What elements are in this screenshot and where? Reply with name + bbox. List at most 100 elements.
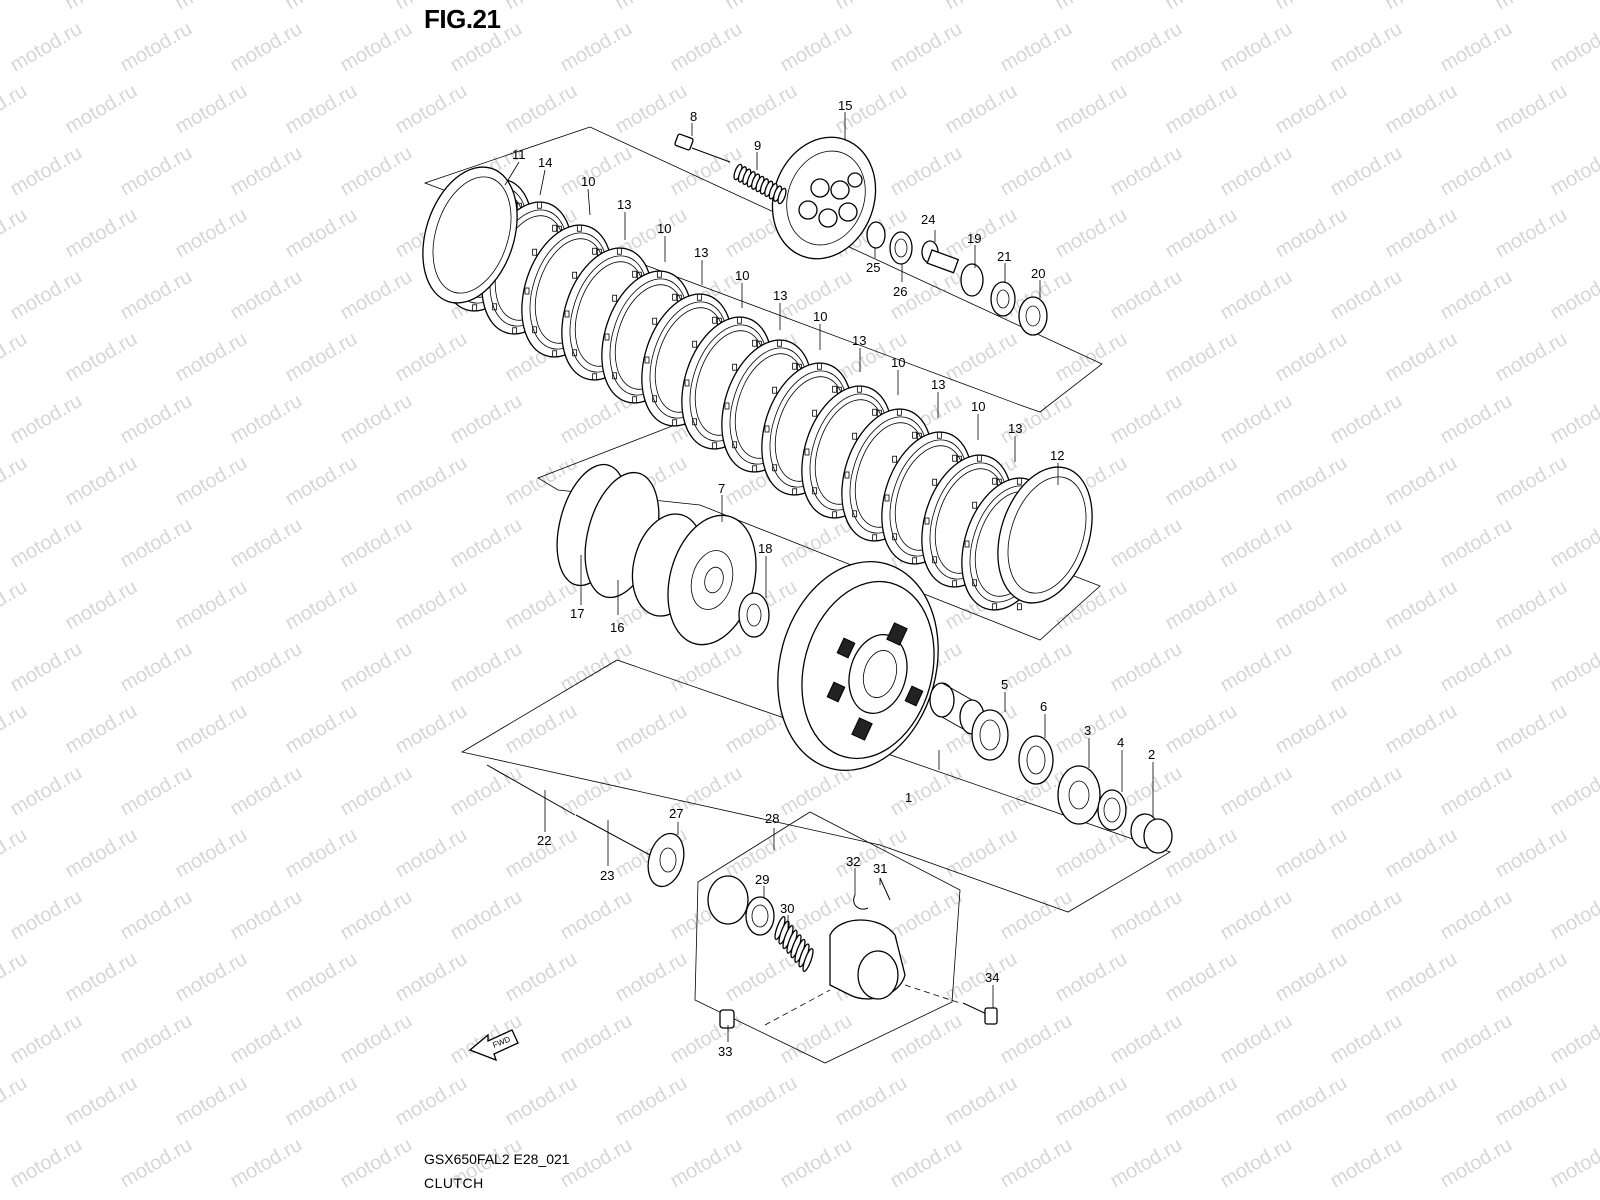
watermark-text: motod.ru: [612, 1072, 691, 1131]
watermark-text: motod.ru: [1107, 638, 1186, 697]
watermark-text: motod.ru: [1107, 1134, 1186, 1193]
watermark-text: motod.ru: [392, 80, 471, 139]
washer-21: [990, 281, 1016, 317]
plate-tooth: [832, 511, 838, 519]
spring-coil: [802, 948, 814, 972]
plate-tooth: [772, 464, 778, 472]
watermark-text: motod.ru: [1547, 514, 1600, 573]
watermark-text: motod.ru: [1272, 80, 1351, 139]
watermark-text: motod.ru: [0, 948, 31, 1007]
callout-20: 20: [1031, 266, 1045, 281]
washer-25: [866, 221, 886, 249]
watermark-text: motod.ru: [1437, 390, 1516, 449]
washer-4: [1097, 789, 1127, 831]
plate-tooth: [472, 304, 478, 312]
plate-tooth: [792, 362, 798, 370]
watermark-text: motod.ru: [117, 266, 196, 325]
watermark-text: motod.ru: [997, 142, 1076, 201]
callout-1: 1: [905, 790, 912, 805]
plate-tooth: [656, 270, 662, 278]
spacer-sleeve: [929, 682, 985, 735]
watermark-text: motod.ru: [0, 824, 31, 883]
plate-tooth: [592, 373, 598, 381]
push-piece-27: [647, 832, 685, 888]
watermark-text: motod.ru: [1492, 1072, 1571, 1131]
watermark-text: motod.ru: [1437, 142, 1516, 201]
plate-tooth: [992, 603, 998, 611]
plate-tooth: [912, 557, 918, 565]
watermark-text: motod.ru: [942, 0, 1021, 14]
plate-tooth: [872, 534, 878, 542]
watermark-text: motod.ru: [667, 638, 746, 697]
watermark-text: motod.ru: [887, 1010, 966, 1069]
watermark-text: motod.ru: [7, 638, 86, 697]
plate-tooth: [936, 431, 942, 439]
watermark-text: motod.ru: [1382, 204, 1461, 263]
watermark-text: motod.ru: [832, 0, 911, 14]
watermark-text: motod.ru: [722, 948, 801, 1007]
nut-19: [960, 263, 984, 297]
release-cam-housing: [829, 919, 906, 1000]
watermark-text: motod.ru: [1327, 390, 1406, 449]
watermark-text: motod.ru: [0, 452, 31, 511]
diagram-name: CLUTCH: [424, 1175, 484, 1191]
watermark-text: motod.ru: [337, 886, 416, 945]
watermark-text: motod.ru: [1547, 390, 1600, 449]
plate-stack: [422, 166, 1093, 611]
watermark-text: motod.ru: [1162, 452, 1241, 511]
callout-12: 12: [1050, 448, 1064, 463]
callout-labels: 8 9 15 11 14 10 13 10 13 10 13 10 13 10 …: [512, 98, 1155, 1059]
watermark-text: motod.ru: [117, 514, 196, 573]
watermark-text: motod.ru: [502, 80, 581, 139]
watermark-text: motod.ru: [612, 0, 691, 14]
watermark-text: motod.ru: [1272, 700, 1351, 759]
callout-27: 27: [669, 806, 683, 821]
plate-tooth: [832, 385, 838, 393]
plate-tooth: [964, 540, 970, 548]
watermark-text: motod.ru: [1217, 390, 1296, 449]
watermark-text: motod.ru: [887, 1134, 966, 1193]
watermark-text: motod.ru: [282, 700, 361, 759]
callout-15: 15: [838, 98, 852, 113]
watermark-text: motod.ru: [777, 514, 856, 573]
watermark-text: motod.ru: [7, 390, 86, 449]
clutch-spring: [733, 163, 787, 205]
watermark-text: motod.ru: [62, 204, 141, 263]
watermark-text: motod.ru: [887, 762, 966, 821]
bolt-34: [962, 1002, 998, 1025]
callout-13: 13: [694, 245, 708, 260]
watermark-text: motod.ru: [227, 1134, 306, 1193]
watermark-text: motod.ru: [1162, 328, 1241, 387]
callout-21: 21: [997, 249, 1011, 264]
watermark-text: motod.ru: [1492, 328, 1571, 387]
plate-inner-ring: [1007, 476, 1087, 594]
callout-22: 22: [537, 833, 551, 848]
watermark-text: motod.ru: [117, 18, 196, 77]
watermark-text: motod.ru: [1382, 452, 1461, 511]
watermark-text: motod.ru: [1107, 1010, 1186, 1069]
watermark-text: motod.ru: [1382, 0, 1461, 14]
watermark-text: motod.ru: [282, 1072, 361, 1131]
watermark-text: motod.ru: [557, 886, 636, 945]
watermark-text: motod.ru: [1052, 1072, 1131, 1131]
watermark-text: motod.ru: [227, 514, 306, 573]
watermark-text: motod.ru: [1437, 638, 1516, 697]
watermark-text: motod.ru: [1272, 824, 1351, 883]
shaft-group-box: [460, 659, 1171, 913]
watermark-text: motod.ru: [1162, 824, 1241, 883]
plate-tooth: [736, 316, 742, 324]
watermark-text: motod.ru: [117, 638, 196, 697]
watermark-text: motod.ru: [62, 452, 141, 511]
plate-tooth: [552, 224, 558, 232]
watermark-text: motod.ru: [1327, 514, 1406, 573]
plate-tooth: [992, 477, 998, 485]
plate-tooth: [532, 248, 538, 256]
callout-11: 11: [512, 147, 526, 162]
watermark-text: motod.ru: [1437, 266, 1516, 325]
needle-bearing-5: [971, 709, 1009, 761]
watermark-text: motod.ru: [117, 142, 196, 201]
watermark-text: motod.ru: [667, 18, 746, 77]
watermark-text: motod.ru: [172, 328, 251, 387]
clutch-spring-bolt: [674, 133, 731, 163]
watermark-text: motod.ru: [392, 576, 471, 635]
